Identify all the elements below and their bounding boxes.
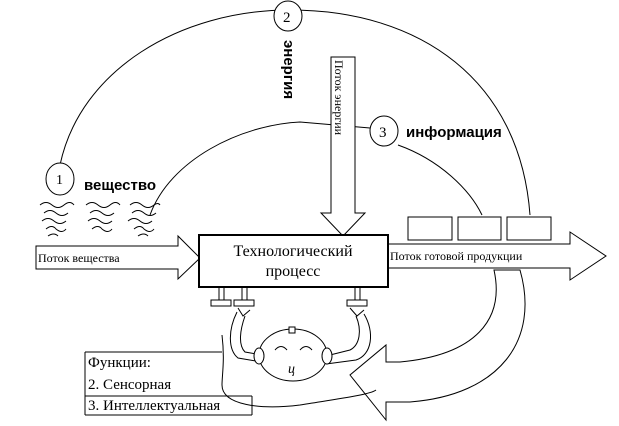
product-block: [506, 216, 552, 241]
node-energy-circle: [273, 0, 303, 32]
node-energy-number: 2: [283, 10, 291, 26]
functions-item-intellectual: 3. Интеллектуальная: [88, 398, 220, 414]
process-title-line1: Технологический: [233, 243, 353, 260]
functions-link-line: [221, 334, 377, 408]
product-block: [457, 216, 502, 241]
feedback-curved-arrow: [349, 269, 526, 422]
node-substance-label: вещество: [84, 177, 156, 194]
operator-hair: [288, 326, 296, 334]
node-energy-label: энергия: [280, 40, 297, 99]
node-information-number: 3: [379, 125, 387, 141]
operator-mouth-symbol: ц: [288, 362, 295, 377]
operator-ear-left: [253, 347, 265, 365]
inner-arc-right: [397, 144, 483, 216]
energy-flow-label: Поток энергии: [332, 60, 346, 136]
functions-title: Функции:: [88, 355, 151, 371]
operator-arms: [229, 307, 372, 365]
node-information-label: информация: [406, 124, 502, 141]
inner-feedback-arc: [149, 121, 371, 216]
functions-item-sensory: 2. Сенсорная: [88, 377, 171, 393]
node-substance-number: 1: [56, 173, 63, 188]
node-substance-circle: [45, 162, 75, 196]
input-flow-label: Поток вещества: [38, 251, 120, 265]
energy-flow-arrow: [319, 56, 367, 237]
output-flow-label: Поток готовой продукции: [390, 249, 523, 263]
process-box: [198, 234, 389, 288]
raw-material-lumps: [39, 202, 161, 237]
operator-ear-right: [321, 347, 333, 365]
sensor-pins: [210, 287, 368, 307]
product-block: [407, 216, 453, 241]
node-information-circle: [369, 115, 399, 147]
output-flow-arrow: [387, 231, 607, 281]
input-flow-arrow: [35, 234, 201, 281]
operator-eyes: [274, 346, 313, 351]
process-title-line2: процесс: [266, 263, 321, 280]
